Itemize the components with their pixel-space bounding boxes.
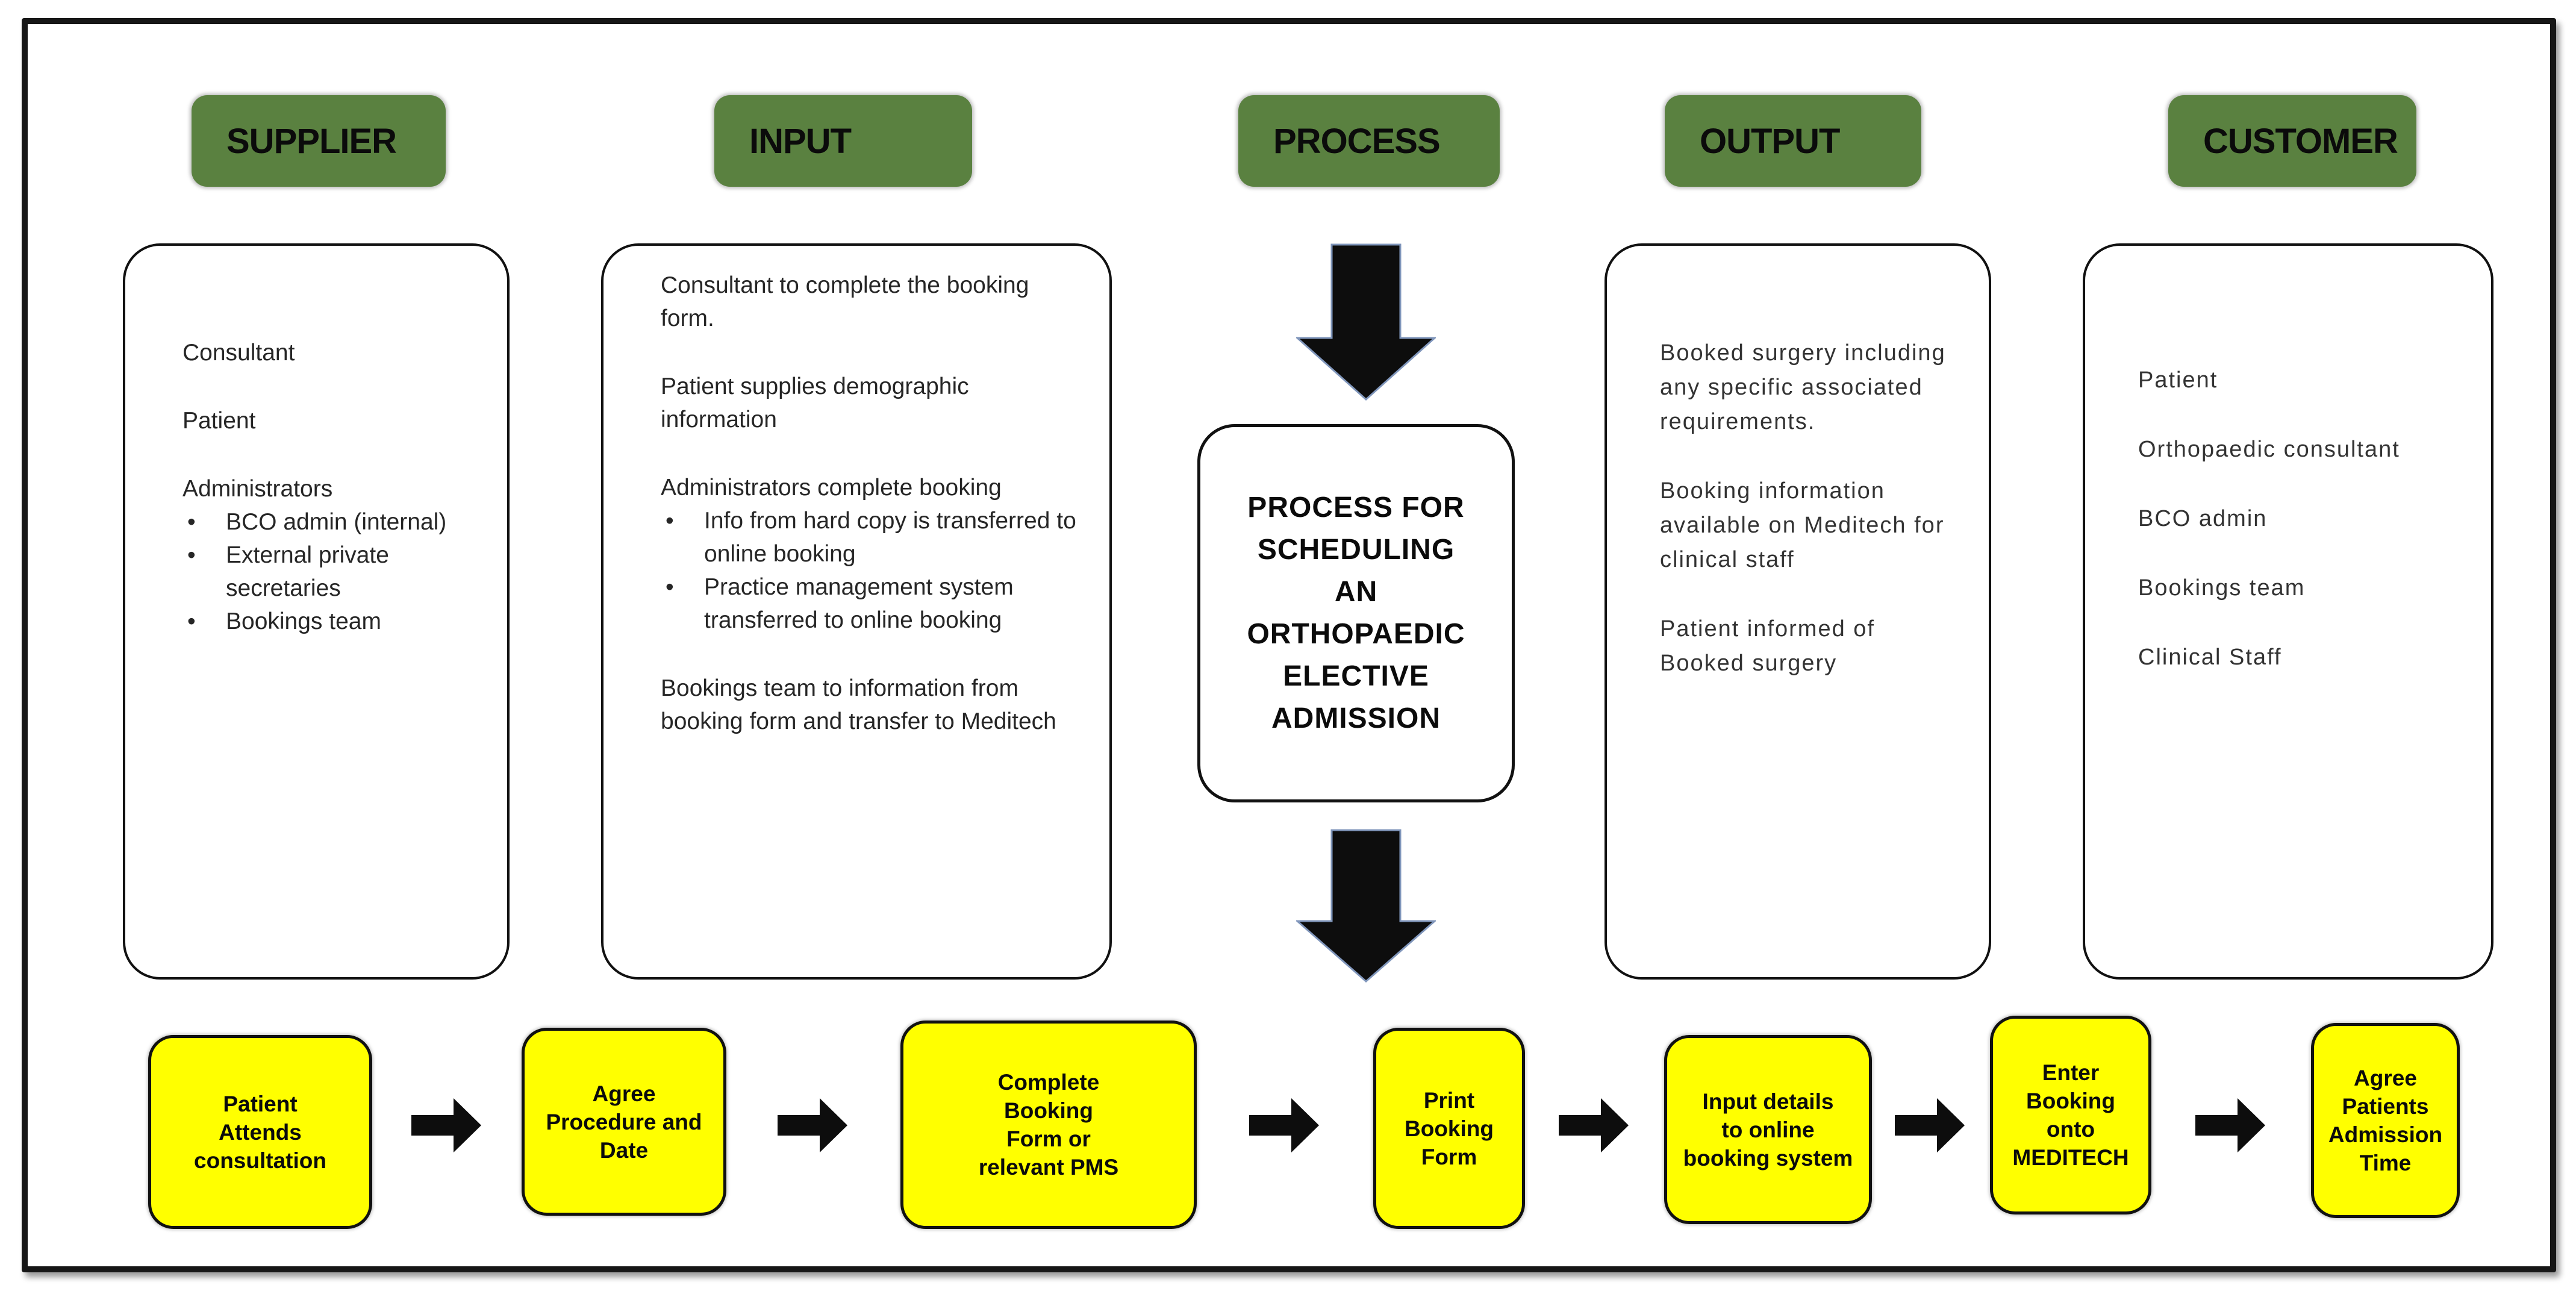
supplier-box: Consultant Patient Administrators BCO ad… xyxy=(123,243,510,980)
input-item: Consultant to complete the booking form. xyxy=(661,272,1029,331)
step-label: Patient Attends consultation xyxy=(194,1091,326,1173)
supplier-box-content: Consultant Patient Administrators BCO ad… xyxy=(125,246,507,638)
header-process-label: PROCESS xyxy=(1273,121,1441,161)
customer-item: Bookings team xyxy=(2138,575,2306,601)
step-print-booking-form: Print Booking Form xyxy=(1373,1028,1525,1229)
output-box: Booked surgery including any specific as… xyxy=(1605,243,1991,980)
input-bullet-list: Info from hard copy is transferred to on… xyxy=(661,504,1076,637)
step-label: Input details to online booking system xyxy=(1683,1089,1853,1171)
bullet-item: BCO admin (internal) xyxy=(182,505,483,539)
output-box-content: Booked surgery including any specific as… xyxy=(1607,246,1989,681)
bullet-text: BCO admin (internal) xyxy=(226,509,447,535)
input-item: Administrators complete booking xyxy=(661,475,1002,501)
bullet-text: External private secretaries xyxy=(226,542,389,601)
right-arrow-icon xyxy=(1249,1098,1319,1152)
step-label: Enter Booking onto MEDITECH xyxy=(2012,1060,2129,1170)
bullet-item: Bookings team xyxy=(182,605,483,638)
step-label: Agree Patients Admission Time xyxy=(2328,1066,2443,1175)
step-agree-admission-time: Agree Patients Admission Time xyxy=(2311,1023,2460,1218)
right-arrow-icon xyxy=(411,1098,481,1152)
step-label: Print Booking Form xyxy=(1405,1087,1494,1169)
bullet-text: Bookings team xyxy=(226,608,381,634)
step-agree-procedure-and-date: Agree Procedure and Date xyxy=(522,1028,726,1216)
header-supplier: SUPPLIER xyxy=(192,95,446,187)
output-item: Patient informed of Booked surgery xyxy=(1660,616,1875,676)
customer-item: Patient xyxy=(2138,367,2218,393)
output-item: Booking information available on Meditec… xyxy=(1660,478,1945,572)
bullet-item: Practice management system transferred t… xyxy=(661,570,1076,637)
header-customer: CUSTOMER xyxy=(2168,95,2416,187)
process-title-box: PROCESS FOR SCHEDULING AN ORTHOPAEDIC EL… xyxy=(1197,424,1515,802)
supplier-item: Patient xyxy=(182,408,256,434)
customer-item: Orthopaedic consultant xyxy=(2138,437,2400,462)
supplier-item: Consultant xyxy=(182,340,295,366)
step-patient-attends-consultation: Patient Attends consultation xyxy=(148,1035,372,1229)
down-arrow-icon xyxy=(1296,243,1436,401)
output-item: Booked surgery including any specific as… xyxy=(1660,340,1946,434)
right-arrow-icon xyxy=(2195,1098,2265,1152)
process-title: PROCESS FOR SCHEDULING AN ORTHOPAEDIC EL… xyxy=(1247,492,1465,734)
step-complete-booking-form: Complete Booking Form or relevant PMS xyxy=(900,1021,1197,1229)
bullet-text: Info from hard copy is transferred to on… xyxy=(704,508,1076,567)
step-input-details-online-booking: Input details to online booking system xyxy=(1664,1035,1872,1224)
supplier-item: Administrators xyxy=(182,476,333,502)
bullet-item: Info from hard copy is transferred to on… xyxy=(661,504,1076,570)
header-input-label: INPUT xyxy=(749,121,852,161)
customer-box-content: Patient Orthopaedic consultant BCO admin… xyxy=(2085,246,2491,674)
customer-item: Clinical Staff xyxy=(2138,645,2282,670)
step-enter-booking-meditech: Enter Booking onto MEDITECH xyxy=(1990,1016,2151,1214)
header-output: OUTPUT xyxy=(1665,95,1921,187)
header-input: INPUT xyxy=(714,95,972,187)
supplier-bullet-list: BCO admin (internal) External private se… xyxy=(182,505,483,638)
bullet-item: External private secretaries xyxy=(182,539,483,605)
input-item: Bookings team to information from bookin… xyxy=(661,675,1056,734)
header-customer-label: CUSTOMER xyxy=(2203,121,2398,161)
input-box: Consultant to complete the booking form.… xyxy=(601,243,1112,980)
right-arrow-icon xyxy=(778,1098,847,1152)
right-arrow-icon xyxy=(1895,1098,1965,1152)
down-arrow-icon xyxy=(1296,829,1436,983)
header-output-label: OUTPUT xyxy=(1700,121,1840,161)
step-label: Agree Procedure and Date xyxy=(546,1081,702,1163)
right-arrow-icon xyxy=(1559,1098,1629,1152)
bullet-text: Practice management system transferred t… xyxy=(704,574,1014,633)
customer-item: BCO admin xyxy=(2138,506,2268,531)
step-label: Complete Booking Form or relevant PMS xyxy=(978,1070,1119,1180)
customer-box: Patient Orthopaedic consultant BCO admin… xyxy=(2083,243,2493,980)
input-item: Patient supplies demographic information xyxy=(661,374,969,433)
header-supplier-label: SUPPLIER xyxy=(226,121,397,161)
header-process: PROCESS xyxy=(1238,95,1500,187)
input-box-content: Consultant to complete the booking form.… xyxy=(603,246,1109,738)
